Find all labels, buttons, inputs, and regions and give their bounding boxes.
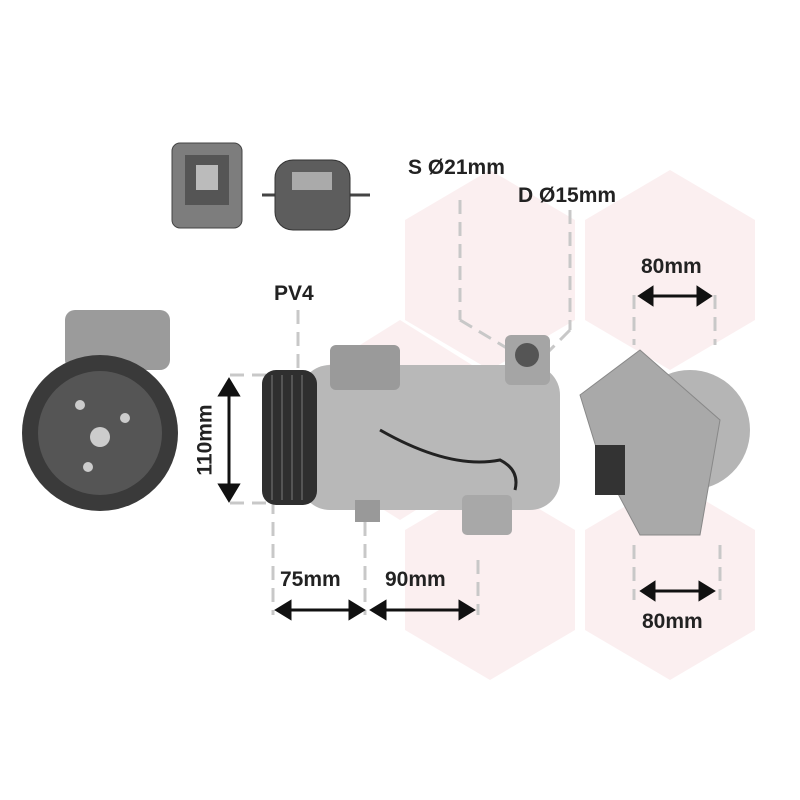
connector-front-image <box>171 142 243 229</box>
top-width-dimension-label: 80mm <box>641 255 702 278</box>
dimension-arrows <box>217 285 716 621</box>
bottom-width-dimension-label: 80mm <box>642 610 703 633</box>
compressor-front-view-image <box>22 310 178 511</box>
compressor-side-view-image <box>262 335 560 535</box>
compressor-rear-view-image <box>579 349 750 536</box>
suction-port-label: S Ø21mm <box>408 156 505 179</box>
pulley-type-label: PV4 <box>274 282 314 305</box>
front-depth-dimension-label: 75mm <box>280 568 341 591</box>
discharge-port-label: D Ø15mm <box>518 184 617 207</box>
background-hexagons <box>320 170 755 680</box>
body-depth-dimension-label: 90mm <box>385 568 446 591</box>
connector-side-image <box>262 159 370 231</box>
height-dimension-label: 110mm <box>193 404 217 476</box>
